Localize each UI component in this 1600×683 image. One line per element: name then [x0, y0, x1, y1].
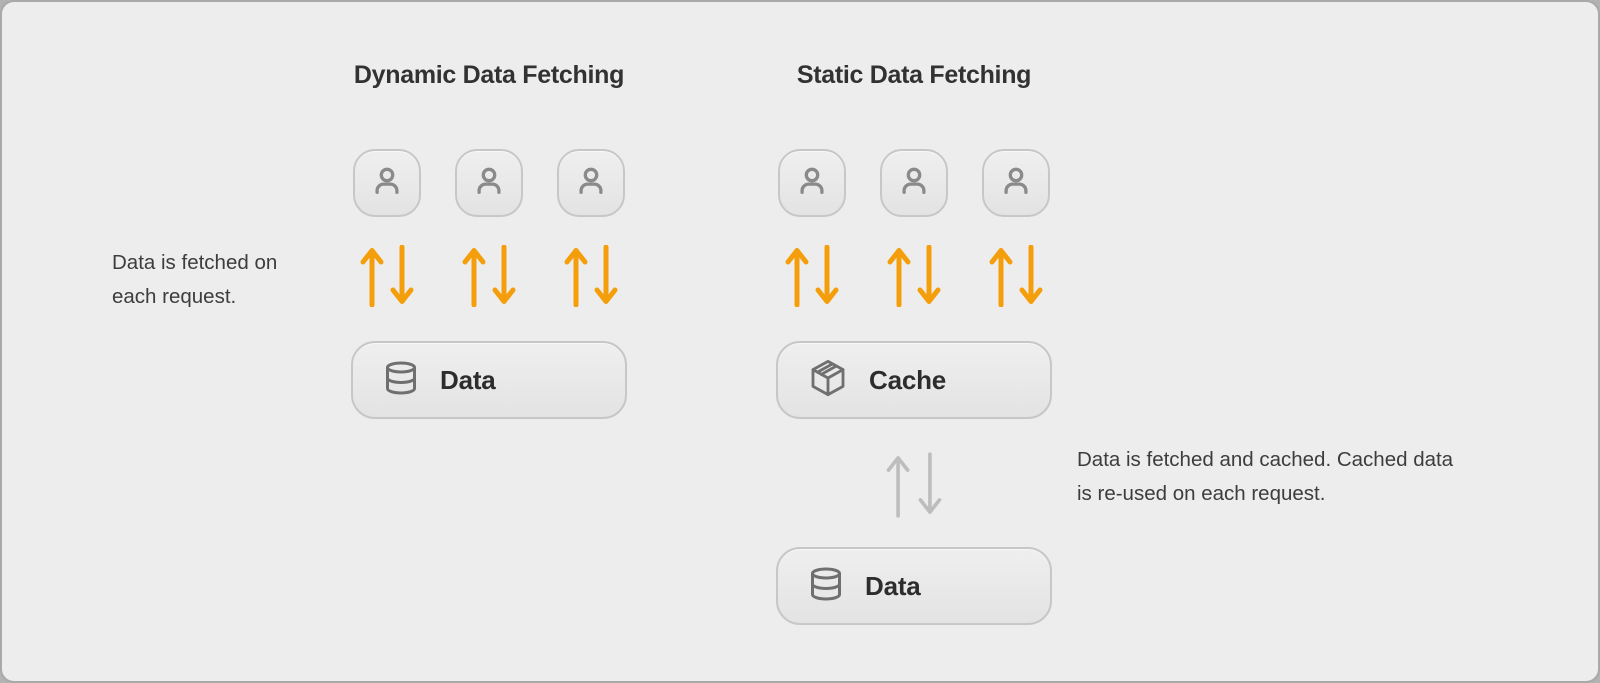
- user-tile: [778, 149, 846, 217]
- arrow-up-down-icon: [557, 245, 625, 307]
- package-icon: [808, 358, 848, 403]
- dynamic-fetching-group: Dynamic Data Fetching: [351, 59, 627, 419]
- database-icon: [808, 564, 844, 609]
- static-caption: Data is fetched and cached. Cached data …: [1077, 448, 1454, 505]
- cache-node-label: Cache: [869, 364, 947, 395]
- cache-data-arrows-icon: [880, 452, 948, 518]
- arrow-up-down-icon: [982, 245, 1050, 307]
- data-node-dynamic: Data: [351, 341, 627, 419]
- dynamic-arrows-row: [353, 245, 625, 307]
- static-title: Static Data Fetching: [796, 61, 1032, 89]
- user-tile: [353, 149, 421, 217]
- user-tile: [455, 149, 523, 217]
- data-node-label: Data: [865, 570, 921, 601]
- user-tile: [880, 149, 948, 217]
- static-users-row: [778, 149, 1050, 217]
- user-icon: [369, 163, 405, 204]
- arrow-up-down-icon: [353, 245, 421, 307]
- arrow-up-down-icon: [455, 245, 523, 307]
- data-node-label: Data: [440, 364, 496, 395]
- user-icon: [573, 163, 609, 204]
- user-icon: [471, 163, 507, 204]
- dynamic-title: Dynamic Data Fetching: [353, 61, 625, 89]
- user-icon: [998, 163, 1034, 204]
- static-arrows-row: [778, 245, 1050, 307]
- dynamic-users-row: [353, 149, 625, 217]
- user-tile: [557, 149, 625, 217]
- static-fetching-group: Static Data Fetching: [776, 59, 1052, 625]
- user-tile: [982, 149, 1050, 217]
- database-icon: [383, 358, 419, 403]
- user-icon: [794, 163, 830, 204]
- data-node-static: Data: [776, 547, 1052, 625]
- user-icon: [896, 163, 932, 204]
- arrow-up-down-icon: [778, 245, 846, 307]
- cache-node: Cache: [776, 341, 1052, 419]
- arrow-up-down-icon: [880, 245, 948, 307]
- dynamic-caption: Data is fetched on each request.: [112, 251, 278, 308]
